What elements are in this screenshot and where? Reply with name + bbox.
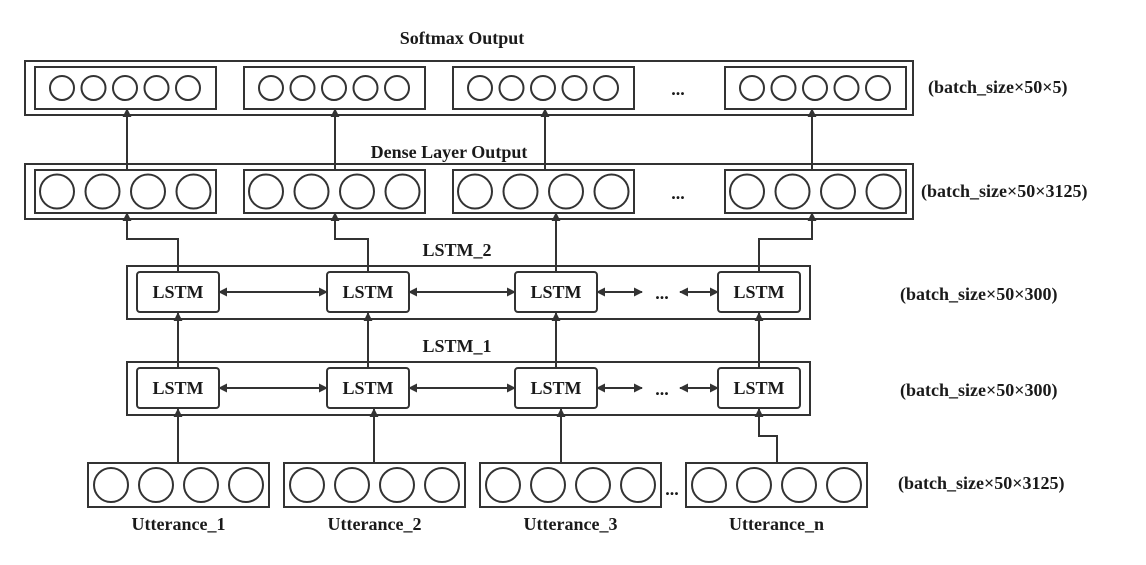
softmax-shape-label: (batch_size×50×5) — [928, 77, 1068, 98]
dense-node — [130, 173, 166, 210]
softmax-node — [865, 75, 891, 101]
softmax-node — [530, 75, 556, 101]
dense-groups — [34, 169, 907, 214]
input-groups: Utterance_1 Utterance_2 Utterance_3 Utteran… — [87, 462, 868, 534]
lstm1-title: LSTM_1 — [422, 336, 491, 356]
dense-node — [865, 173, 902, 210]
softmax-node — [321, 75, 347, 101]
dense-node — [548, 173, 584, 210]
input-node — [530, 467, 566, 503]
input-node — [228, 467, 264, 503]
lstm2-cells: LSTM LSTM LSTM LSTM — [136, 271, 801, 313]
softmax-node — [833, 75, 860, 101]
input-node — [781, 467, 817, 503]
input-node — [736, 467, 772, 503]
dense-ellipsis: ... — [671, 183, 685, 203]
softmax-node — [258, 75, 284, 101]
lstm2-to-dense-arrow — [330, 212, 369, 272]
lstm-cell-label: LSTM — [530, 378, 581, 398]
input-node — [183, 467, 219, 503]
input-node — [485, 467, 521, 503]
lstm2-shape-label: (batch_size×50×300) — [900, 284, 1058, 305]
input-node — [424, 467, 460, 503]
softmax-node — [384, 75, 410, 101]
dense-node — [339, 173, 375, 210]
softmax-node — [770, 75, 797, 101]
softmax-node — [49, 75, 75, 101]
dense-node — [729, 173, 765, 210]
softmax-title: Softmax Output — [400, 28, 525, 48]
dense-node — [384, 173, 421, 210]
dense-node — [84, 173, 121, 210]
softmax-node — [802, 75, 828, 101]
softmax-ellipsis: ... — [671, 79, 685, 99]
dense-node — [820, 173, 856, 210]
utterance-label: Utterance_1 — [132, 514, 226, 534]
utterance-label: Utterance_2 — [328, 514, 422, 534]
input-node — [93, 467, 129, 503]
lstm2-to-dense-arrow — [758, 212, 817, 272]
input-node — [289, 467, 325, 503]
lstm1-cells: LSTM LSTM LSTM LSTM — [136, 367, 801, 409]
softmax-node — [175, 75, 201, 101]
softmax-node — [289, 75, 316, 101]
input-node — [620, 467, 656, 503]
dense-shape-label: (batch_size×50×3125) — [921, 181, 1088, 202]
lstm-cell-label: LSTM — [530, 282, 581, 302]
dense-node — [293, 173, 330, 210]
dense-node — [457, 173, 493, 210]
input-shape-label: (batch_size×50×3125) — [898, 473, 1065, 494]
input-layer: Utterance_1 Utterance_2 Utterance_3 Utteran… — [87, 462, 1065, 534]
lstm1-shape-label: (batch_size×50×300) — [900, 380, 1058, 401]
input-ellipsis: ... — [665, 479, 679, 499]
lstm-cell-label: LSTM — [733, 378, 784, 398]
lstm2-title: LSTM_2 — [422, 240, 491, 260]
input-node — [379, 467, 415, 503]
input-node — [826, 467, 862, 503]
input-node — [575, 467, 611, 503]
dense-node — [502, 173, 539, 210]
dense-node — [774, 173, 811, 210]
dense-node — [175, 173, 212, 210]
utterance-label: Utterance_n — [729, 514, 824, 534]
lstm-cell-label: LSTM — [342, 282, 393, 302]
softmax-layer: Softmax Output ... (batch_size×50×5) — [24, 28, 1068, 116]
lstm2-to-dense-arrow — [122, 212, 179, 272]
input-node — [334, 467, 370, 503]
softmax-node — [112, 75, 138, 101]
input-to-lstm1-arrow — [754, 408, 778, 463]
dense-node — [39, 173, 75, 210]
lstm2-layer: LSTM LSTM LSTM LSTM ... (batch_size×50×300) — [126, 265, 1058, 320]
lstm2-ellipsis: ... — [655, 283, 669, 303]
lstm-cell-label: LSTM — [152, 282, 203, 302]
connectors — [122, 108, 817, 463]
dense-node — [248, 173, 284, 210]
dense-layer: ... (batch_size×50×3125) — [24, 163, 1088, 220]
lstm-cell-label: LSTM — [152, 378, 203, 398]
softmax-node — [467, 75, 493, 101]
input-node — [691, 467, 727, 503]
lstm-cell-label: LSTM — [342, 378, 393, 398]
softmax-node — [143, 75, 170, 101]
lstm1-ellipsis: ... — [655, 379, 669, 399]
softmax-node — [80, 75, 107, 101]
softmax-node — [352, 75, 379, 101]
softmax-node — [561, 75, 588, 101]
softmax-node — [739, 75, 765, 101]
softmax-node — [593, 75, 619, 101]
softmax-groups — [34, 66, 907, 110]
dense-title: Dense Layer Output — [371, 142, 528, 162]
utterance-label: Utterance_3 — [524, 514, 618, 534]
softmax-node — [498, 75, 525, 101]
dense-node — [593, 173, 630, 210]
lstm1-layer: LSTM LSTM LSTM LSTM ... (batch_size×50×300) — [126, 361, 1058, 416]
lstm-cell-label: LSTM — [733, 282, 784, 302]
input-node — [138, 467, 174, 503]
